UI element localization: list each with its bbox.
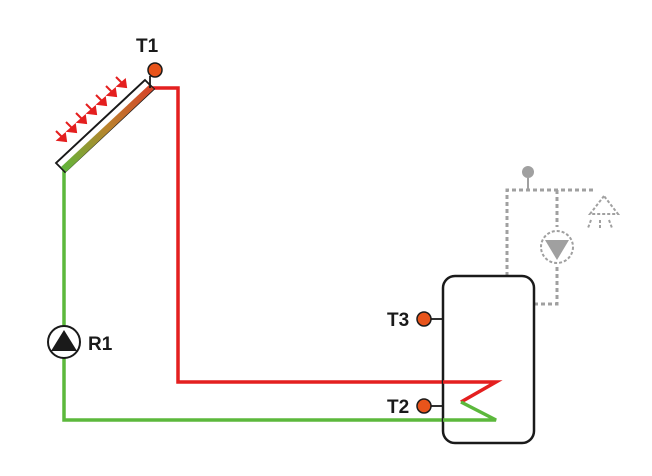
tank-bottom-sensor bbox=[416, 398, 443, 414]
pump-label-r1: R1 bbox=[88, 334, 113, 355]
tank-top-sensor bbox=[416, 311, 443, 327]
sensor-label-t3: T3 bbox=[387, 310, 409, 331]
aux-pump-icon bbox=[540, 230, 574, 264]
solar-collector-icon bbox=[54, 78, 156, 174]
shower-icon bbox=[587, 194, 621, 229]
sun-ray-arrow-icon bbox=[55, 76, 128, 143]
tank-coil-cold bbox=[443, 400, 497, 422]
tank-coil-hot bbox=[443, 380, 503, 404]
sensor-label-t2: T2 bbox=[387, 397, 409, 418]
sun-ray-arrow-icon bbox=[65, 85, 118, 134]
aux-valve-icon bbox=[522, 166, 534, 190]
aux-hot-water-circuit bbox=[505, 188, 596, 306]
sensor-label-t1: T1 bbox=[136, 36, 159, 57]
pump-icon bbox=[47, 325, 81, 359]
collector-sensor bbox=[147, 62, 163, 88]
